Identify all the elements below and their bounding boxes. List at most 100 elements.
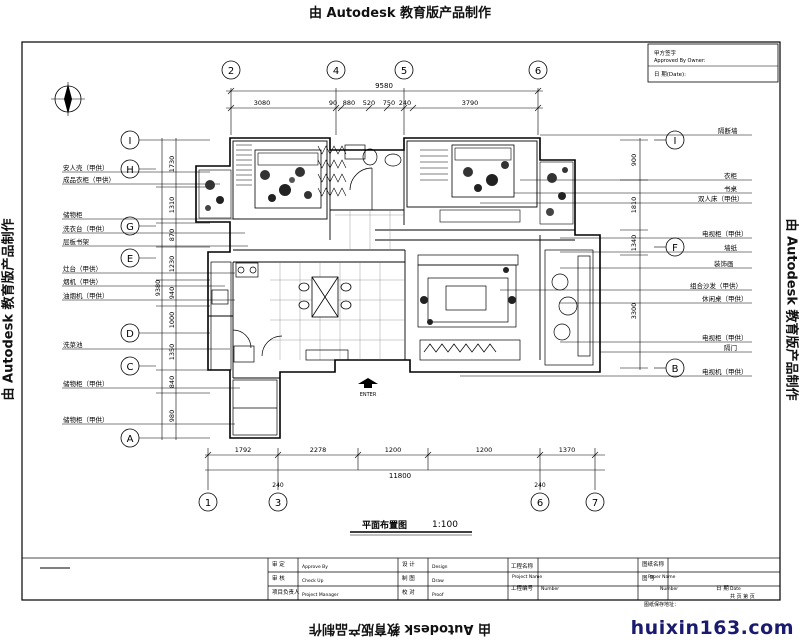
entry-label: ENTER: [360, 392, 377, 398]
svg-text:6: 6: [537, 498, 543, 509]
svg-text:共 页 第 页: 共 页 第 页: [730, 593, 755, 600]
grid-bubble: 4: [327, 61, 345, 79]
grid-bubble: 2: [222, 61, 240, 79]
svg-text:E: E: [127, 254, 133, 265]
bedroom-left: [236, 145, 321, 208]
label-right: 衣柜: [724, 171, 738, 180]
label-left: 储物柜: [63, 210, 83, 219]
edu-stamp-left: 由 Autodesk 教育版产品制作: [0, 185, 17, 435]
dim-bottom-total: 11800: [389, 472, 411, 480]
grid-bubble: C: [121, 357, 139, 375]
dim-bottom-segment: 1200: [385, 446, 402, 454]
svg-text:图纸名称: 图纸名称: [642, 560, 665, 568]
grid-bubble: I: [121, 131, 139, 149]
approval-box: 甲方签字 Approved By Owner: 日 期(Date):: [648, 44, 778, 82]
grid-bubble: A: [121, 429, 139, 447]
label-right: 书桌: [724, 184, 738, 193]
dim-left-segment: 980: [168, 410, 176, 422]
right-labels: 隔断墙 衣柜 书桌 双人床（甲供） 电视柜（甲供） 墙纸 装饰画 组合沙发（甲供…: [690, 126, 748, 376]
dim-right-segment: 1340: [630, 235, 638, 252]
svg-text:工程名称: 工程名称: [511, 562, 534, 570]
svg-text:Project Manager: Project Manager: [302, 592, 339, 598]
label-left: 安人壳（甲供）: [63, 163, 109, 172]
dim-top-segment: 3080: [254, 99, 271, 107]
grid-bubble: 6: [531, 493, 549, 511]
dim-bottom-segment: 1370: [559, 446, 576, 454]
svg-text:G: G: [126, 222, 134, 233]
svg-text:制 图: 制 图: [402, 574, 415, 582]
dim-left-segment: 840: [168, 376, 176, 388]
label-left: 储物柜（甲供）: [63, 415, 109, 424]
label-left: 储物柜（甲供）: [63, 379, 109, 388]
bedroom-right: [420, 145, 520, 222]
svg-text:C: C: [127, 362, 134, 373]
dim-right-segment: 900: [630, 154, 638, 166]
dim-left-segment: 1350: [168, 344, 176, 361]
leisure-corner: [545, 250, 593, 365]
label-right: 双人床（甲供）: [698, 194, 744, 203]
svg-text:图纸保存地址：: 图纸保存地址：: [644, 601, 679, 608]
grid-bubble: D: [121, 324, 139, 342]
left-labels: 安人壳（甲供） 成品衣柜（甲供） 储物柜 洗衣台（甲供） 层板书架 灶台（甲供）…: [63, 163, 115, 424]
label-right: 组合沙发（甲供）: [690, 281, 742, 290]
label-right: 隔断墙: [718, 126, 738, 135]
svg-text:3: 3: [275, 498, 281, 509]
dim-top-total: 9580: [375, 82, 393, 90]
dim-left-segment: 1230: [168, 256, 176, 273]
svg-text:D: D: [126, 329, 134, 340]
grid-bubble: 6: [529, 61, 547, 79]
cabinet: [306, 350, 348, 360]
dim-left-segment: 1730: [168, 156, 176, 173]
label-right: 隔门: [724, 343, 737, 352]
svg-text:4: 4: [333, 66, 339, 77]
dim-top-segment: 520: [363, 99, 375, 107]
svg-text:Draw: Draw: [432, 578, 444, 584]
svg-text:7: 7: [592, 498, 598, 509]
svg-text:校 对: 校 对: [402, 588, 415, 596]
svg-text:6: 6: [535, 66, 541, 77]
wardrobe-zigzag: [318, 146, 346, 196]
svg-text:I: I: [129, 136, 132, 147]
grid-bubble: 3: [269, 493, 287, 511]
grid-bubble: B: [666, 359, 684, 377]
dining-table: [299, 277, 351, 317]
title-scale: 1:100: [432, 520, 458, 530]
grid-bubble: H: [121, 160, 139, 178]
site-watermark: huixin163.com: [631, 617, 794, 639]
svg-text:B: B: [672, 364, 679, 375]
dim-bottom-small: 240: [272, 482, 284, 489]
svg-text:Number: Number: [660, 586, 678, 592]
dim-top-segment: 880: [343, 99, 355, 107]
bed: [452, 145, 514, 197]
balcony-left: [199, 170, 231, 218]
label-left: 成品衣柜（甲供）: [63, 175, 115, 184]
dim-top-segment: 750: [383, 99, 395, 107]
svg-text:Date: Date: [730, 586, 741, 592]
svg-text:Approve By: Approve By: [302, 564, 328, 570]
dim-left-segment: 1000: [168, 312, 176, 329]
svg-text:5: 5: [401, 66, 407, 77]
top-dimensions: [226, 88, 543, 135]
title-block-text: 审 定 审 核 项目负责人 Approve By Check Up Projec…: [272, 560, 755, 608]
dim-left-segment: 870: [168, 229, 176, 241]
grid-bubble: 7: [586, 493, 604, 511]
approval-label: 甲方签字: [654, 49, 677, 57]
grid-bubble: F: [666, 238, 684, 256]
dim-bottom-segment: 2278: [310, 446, 327, 454]
svg-text:F: F: [672, 243, 678, 254]
label-left: 洗菜池: [63, 340, 83, 349]
label-left: 层板书架: [63, 237, 90, 246]
edu-stamp-top: 由 Autodesk 教育版产品制作: [0, 2, 800, 21]
dim-top-segment: 3790: [462, 99, 479, 107]
grid-bubble: 1: [199, 493, 217, 511]
dim-right-segment: 1810: [630, 197, 638, 214]
label-right: 电视柜（甲供）: [702, 333, 748, 342]
dim-top-segment: 90: [329, 99, 337, 107]
svg-text:A: A: [127, 434, 134, 445]
svg-text:Proof: Proof: [432, 592, 444, 598]
label-right: 墙纸: [724, 243, 738, 252]
grid-bubble: I: [666, 131, 684, 149]
svg-text:2: 2: [228, 66, 234, 77]
dim-bottom-segment: 1792: [235, 446, 252, 454]
grid-bubble: G: [121, 217, 139, 235]
